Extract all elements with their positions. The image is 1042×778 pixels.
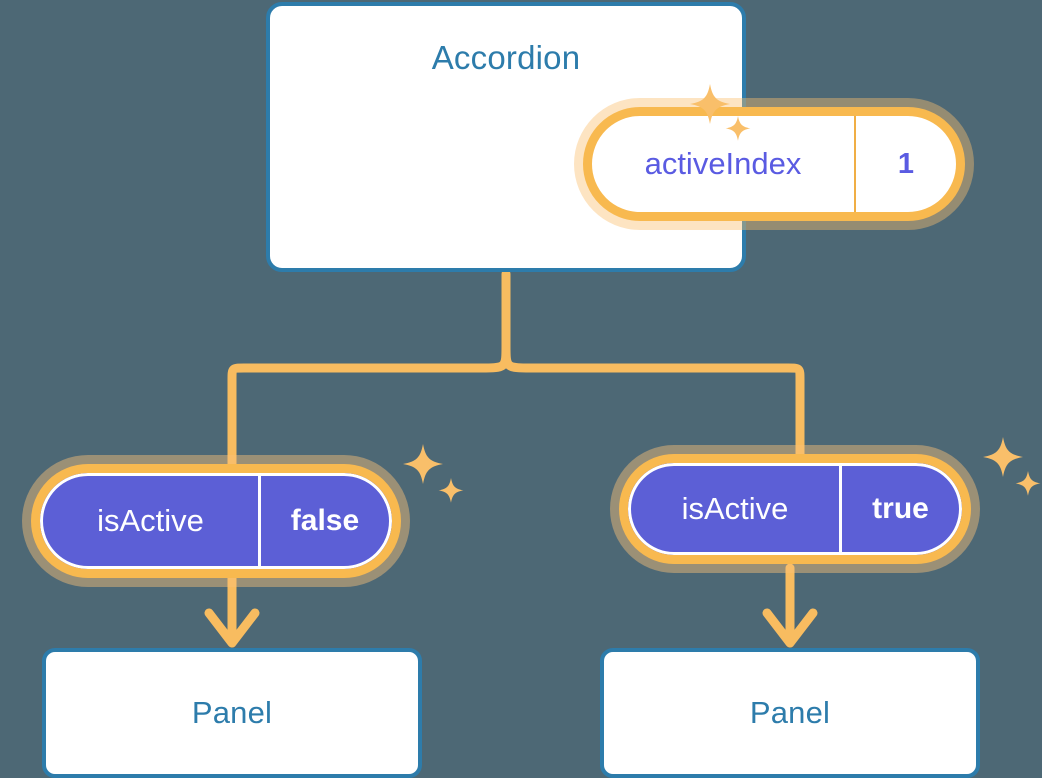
state-value-label: 1 — [854, 116, 956, 212]
sparkle-group-left — [403, 444, 464, 503]
state-key-label: isActive — [681, 491, 789, 526]
state-key-label: activeIndex — [644, 146, 802, 181]
pill-body: isActive false — [31, 464, 401, 578]
state-pill-active-index[interactable]: activeIndex 1 — [583, 107, 965, 221]
state-pill-is-active-false[interactable]: isActive false — [31, 464, 401, 578]
accordion-node[interactable]: Accordion activeIndex 1 — [266, 2, 965, 272]
arrow-down-icon — [762, 563, 818, 648]
panel-node-right[interactable]: Panel — [600, 648, 980, 778]
arrow-down-icon — [204, 573, 260, 648]
branch-connector-icon — [227, 269, 805, 475]
panel-title: Panel — [749, 695, 831, 730]
panel-title: Panel — [191, 695, 273, 730]
pill-body: activeIndex 1 — [583, 107, 965, 221]
page-title: Accordion — [431, 39, 581, 76]
sparkle-group-right — [983, 437, 1041, 496]
sparkle-small-icon — [438, 478, 464, 503]
sparkle-icon — [983, 437, 1023, 477]
pill-body: isActive true — [619, 454, 971, 564]
panel-node-left[interactable]: Panel — [42, 648, 422, 778]
sparkle-small-icon — [1015, 471, 1041, 496]
state-key-label: isActive — [97, 503, 204, 538]
state-value-label: true — [839, 466, 959, 552]
sparkle-icon — [403, 444, 443, 484]
state-value-label: false — [258, 476, 389, 566]
state-pill-is-active-true[interactable]: isActive true — [619, 454, 971, 564]
